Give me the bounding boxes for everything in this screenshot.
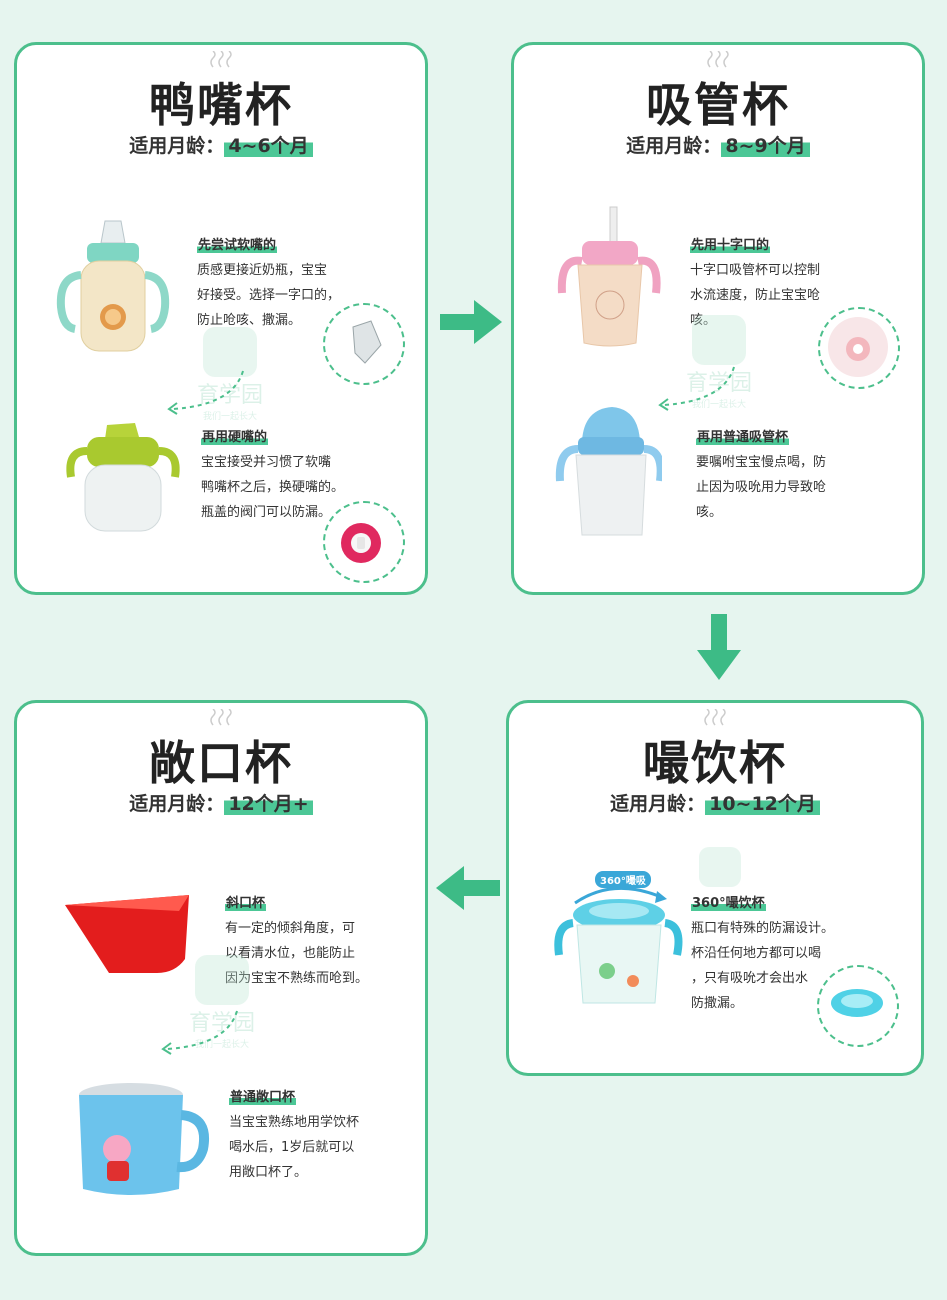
desc-360-sippy: 360°嘬饮杯 瓶口有特殊的防漏设计。 杯沿任何地方都可以喝 ，只有吸吮才会出水… [691, 891, 834, 1016]
age-label: 适用月龄： [626, 135, 722, 157]
arrow-down-icon [697, 614, 741, 680]
desc-line: 瓶盖的阀门可以防漏。 [201, 505, 332, 520]
watermark-text: 育学园 [686, 371, 753, 396]
desc-line: 有一定的倾斜角度，可 [225, 921, 356, 936]
desc-soft-duckbill: 先尝试软嘴的 质感更接近奶瓶，宝宝 好接受。选择一字口的， 防止呛咳、撒漏。 [197, 233, 340, 333]
age-value: 10~12个月 [705, 793, 820, 815]
watermark-sub: 我们一起长大 [203, 412, 258, 422]
panel-title: 敞口杯 [149, 736, 293, 790]
desc-line: 水流速度，防止宝宝呛 [690, 288, 821, 303]
desc-line: ，只有吸吮才会出水 [691, 971, 809, 986]
panel-title: 嘬饮杯 [643, 736, 787, 790]
desc-line: 喝水后，1岁后就可以 [229, 1140, 355, 1155]
watermark-sub: 我们一起长大 [195, 1040, 250, 1050]
lid-icon [831, 989, 883, 1017]
open-mug-image [79, 1083, 209, 1195]
desc-line: 因为宝宝不熟练而呛到。 [225, 971, 369, 986]
dashed-curve-arrow-icon [658, 366, 735, 411]
age-line: 适用月龄：8~9个月 [514, 131, 922, 158]
valve-detail-circle [323, 501, 405, 583]
dashed-curve-arrow-icon [167, 370, 244, 415]
360-sippy-cup-image [554, 886, 683, 1004]
desc-line: 瓶口有特殊的防漏设计。 [691, 921, 835, 936]
panel-duckbill-cup: 鸭嘴杯 适用月龄：4~6个月 先尝试软嘴的 质感更接近奶瓶，宝宝 好接受。选择一… [14, 42, 428, 595]
age-value: 8~9个月 [721, 135, 810, 157]
desc-line: 当宝宝熟练地用学饮杯 [229, 1115, 360, 1130]
panel-straw-cup: 吸管杯 适用月龄：8~9个月 先用十字口的 十字口吸管杯可以控制 水流速度，防止… [511, 42, 925, 595]
steam-icon [707, 51, 729, 68]
age-line: 适用月龄：4~6个月 [17, 131, 425, 158]
arrow-right-icon [440, 300, 502, 344]
item-heading: 斜口杯 [225, 896, 267, 911]
soft-spout-icon [352, 320, 382, 364]
age-line: 适用月龄：10~12个月 [509, 789, 921, 816]
desc-open-mug: 普通敞口杯 当宝宝熟练地用学饮杯 喝水后，1岁后就可以 用敞口杯了。 [229, 1085, 359, 1185]
watermark-logo-icon [692, 315, 746, 365]
cross-cut-straw-cup-image [557, 206, 661, 347]
desc-line: 十字口吸管杯可以控制 [690, 263, 821, 278]
item-heading: 360°嘬饮杯 [691, 896, 766, 911]
desc-line: 要嘱咐宝宝慢点喝，防 [696, 455, 827, 470]
panel-sippy-360-cup: 嘬饮杯 适用月龄：10~12个月 360°嘬吸 360°嘬饮杯 瓶口有特殊的防漏… [506, 700, 924, 1076]
desc-cross-cut-straw: 先用十字口的 十字口吸管杯可以控制 水流速度，防止宝宝呛 咳。 [690, 233, 820, 333]
360-badge: 360°嘬吸 [595, 871, 651, 888]
age-label: 适用月龄： [129, 793, 225, 815]
desc-line: 咳。 [696, 505, 723, 520]
desc-line: 鸭嘴杯之后，换硬嘴的。 [201, 480, 345, 495]
watermark: 育学园 我们一起长大 [686, 315, 752, 410]
desc-line: 质感更接近奶瓶，宝宝 [197, 263, 328, 278]
straw-tip-detail-circle [818, 307, 900, 389]
desc-line: 止因为吸吮用力导致呛 [696, 480, 827, 495]
age-value: 12个月+ [224, 793, 313, 815]
desc-line: 咳。 [690, 308, 820, 333]
desc-line: 以看清水位，也能防止 [225, 946, 356, 961]
age-label: 适用月龄： [129, 135, 225, 157]
item-heading: 先用十字口的 [690, 238, 771, 253]
age-label: 适用月龄： [610, 793, 706, 815]
slanted-cup-image [65, 895, 189, 973]
desc-line: 宝宝接受并习惯了软嘴 [201, 455, 332, 470]
valve-icon [341, 523, 381, 563]
hard-duckbill-cup-image [66, 423, 180, 532]
desc-line: 防撒漏。 [691, 996, 744, 1011]
desc-slanted-cup: 斜口杯 有一定的倾斜角度，可 以看清水位，也能防止 因为宝宝不熟练而呛到。 [225, 891, 368, 991]
item-heading: 再用普通吸管杯 [696, 430, 790, 445]
straw-tip-icon [828, 317, 888, 377]
watermark-sub: 我们一起长大 [692, 400, 747, 410]
watermark-logo-icon [195, 955, 249, 1005]
steam-icon [210, 709, 232, 726]
spout-detail-circle [323, 303, 405, 385]
desc-line: 好接受。选择一字口的， [197, 288, 341, 303]
steam-icon [210, 51, 232, 68]
watermark-logo-icon [699, 847, 741, 887]
desc-line: 防止呛咳、撒漏。 [197, 313, 302, 328]
watermark-logo-icon [203, 327, 257, 377]
lid-detail-circle [817, 965, 899, 1047]
arrow-left-icon [436, 866, 500, 910]
item-heading: 再用硬嘴的 [201, 430, 269, 445]
desc-line: 用敞口杯了。 [229, 1165, 308, 1180]
age-value: 4~6个月 [224, 135, 313, 157]
soft-duckbill-bottle-image [56, 220, 170, 352]
desc-hard-duckbill: 再用硬嘴的 宝宝接受并习惯了软嘴 鸭嘴杯之后，换硬嘴的。 瓶盖的阀门可以防漏。 [201, 425, 344, 525]
age-line: 适用月龄：12个月+ [17, 789, 425, 816]
desc-line: 杯沿任何地方都可以喝 [691, 946, 822, 961]
panel-open-cup: 敞口杯 适用月龄：12个月+ 斜口杯 有一定的倾斜角度，可 以看清水位，也能防止… [14, 700, 428, 1256]
panel-title: 鸭嘴杯 [149, 78, 293, 132]
panel-title: 吸管杯 [646, 78, 790, 132]
steam-icon [704, 709, 726, 726]
item-heading: 先尝试软嘴的 [197, 238, 278, 253]
desc-regular-straw: 再用普通吸管杯 要嘱咐宝宝慢点喝，防 止因为吸吮用力导致呛 咳。 [696, 425, 826, 525]
regular-straw-cup-image [555, 407, 662, 536]
item-heading: 普通敞口杯 [229, 1090, 297, 1105]
dashed-curve-arrow-icon [161, 1010, 238, 1055]
